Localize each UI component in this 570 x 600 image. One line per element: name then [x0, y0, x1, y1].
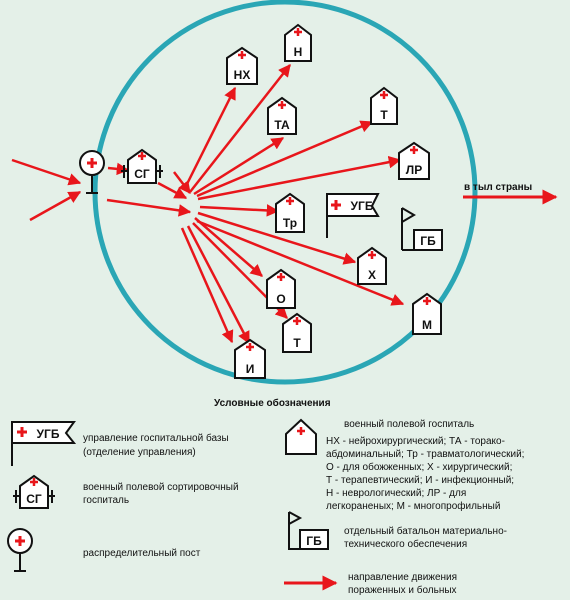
rear-label: в тыл страны — [464, 182, 532, 193]
legend-vpg-text-4: О - для обожженных; Х - хирургический; — [326, 461, 512, 473]
flow-arrows — [11, 64, 405, 345]
distribution-post-icon — [79, 150, 105, 194]
hospital-t-bottom-icon: Т — [282, 312, 312, 353]
legend-sg-code: СГ — [26, 492, 42, 506]
hospital-h-code: Х — [368, 268, 376, 282]
flow-arrow — [194, 217, 263, 277]
legend-sg-icon: СГ — [13, 474, 55, 509]
ugb-flag-icon: УГБ — [326, 193, 380, 238]
hospital-t-top-icon: Т — [370, 86, 398, 125]
flow-arrow — [196, 120, 374, 198]
flow-arrow — [196, 219, 405, 306]
hospital-lr-code: ЛР — [406, 163, 422, 177]
legend-arrow-text-1: направление движения — [348, 572, 457, 583]
legend-ugb-icon: УГБ — [11, 421, 77, 466]
legend-vpg-text-2: НХ - нейрохирургический; ТА - торако- — [326, 436, 505, 447]
hospital-i-code: И — [246, 362, 255, 376]
hospital-tr-icon: Тр — [275, 192, 305, 233]
hospital-h-icon: Х — [357, 246, 387, 285]
legend-gb-text-1: отдельный батальон материально- — [344, 525, 507, 537]
flow-arrow — [157, 181, 188, 200]
hospital-i-icon: И — [234, 338, 266, 379]
hospital-tr-code: Тр — [283, 216, 297, 230]
flow-arrow — [29, 190, 82, 222]
gb-code: ГБ — [420, 234, 436, 248]
legend-post-text: распределительный пост — [83, 548, 201, 559]
flow-arrow — [197, 211, 357, 265]
legend-gb-text-2: технического обеспечения — [344, 538, 467, 550]
legend-sg-text-2: госпиталь — [83, 495, 129, 506]
hospital-n-icon: Н — [284, 23, 312, 62]
legend-vpg-text-1: военный полевой госпиталь — [344, 419, 474, 430]
flow-arrow — [197, 155, 402, 201]
flow-arrow — [186, 225, 251, 345]
hospital-lr-icon: ЛР — [398, 141, 430, 180]
hospital-t-bottom-code: Т — [293, 336, 301, 350]
legend-ugb-code: УГБ — [37, 427, 60, 441]
hospital-o-code: О — [276, 292, 285, 306]
flow-arrow — [193, 136, 285, 196]
flow-arrow — [11, 158, 82, 186]
hospital-nh-icon: НХ — [226, 46, 258, 85]
gb-battalion-icon: ГБ — [401, 207, 443, 251]
legend-vpg-text-3: абдоминальный; Тр - травматологический; — [326, 448, 524, 460]
legend-title: Условные обозначения — [214, 397, 331, 409]
legend-vpg-text-7: легкораненых; М - многопрофильный — [326, 500, 500, 512]
flow-arrow — [189, 64, 291, 193]
legend-gb-code: ГБ — [306, 534, 322, 548]
legend-ugb-text-2: (отделение управления) — [83, 447, 196, 458]
flow-arrow — [173, 171, 191, 194]
flow-arrow — [106, 198, 192, 217]
hospital-m-code: М — [422, 318, 432, 332]
legend-vpg-text-5: Т - терапевтический; И - инфекционный; — [326, 474, 514, 486]
legend-arrow-text-2: пораженных и больных — [348, 584, 457, 596]
sorting-hospital-code: СГ — [134, 167, 150, 181]
sorting-hospital-icon: СГ — [121, 148, 163, 184]
flow-arrow — [199, 204, 280, 217]
hospital-ta-icon: ТА — [267, 96, 297, 135]
hospital-o-icon: О — [266, 268, 296, 309]
ugb-code: УГБ — [351, 199, 374, 213]
legend-distribution-post-icon — [7, 528, 33, 572]
flow-arrow — [180, 227, 234, 344]
legend-ugb-text-1: управление госпитальной базы — [83, 432, 229, 444]
hospital-n-code: Н — [294, 45, 303, 59]
hospital-nh-code: НХ — [234, 68, 251, 82]
hospital-m-icon: М — [412, 292, 442, 335]
flow-arrow — [182, 86, 237, 191]
hospital-ta-code: ТА — [274, 118, 290, 132]
legend-gb-icon: ГБ — [288, 511, 329, 550]
legend-vpg-house-icon — [285, 418, 317, 455]
legend-vpg-text-6: Н - неврологический; ЛР - для — [326, 488, 466, 499]
hospital-t-top-code: Т — [380, 108, 388, 122]
legend-sg-text-1: военный полевой сортировочный — [83, 482, 239, 493]
